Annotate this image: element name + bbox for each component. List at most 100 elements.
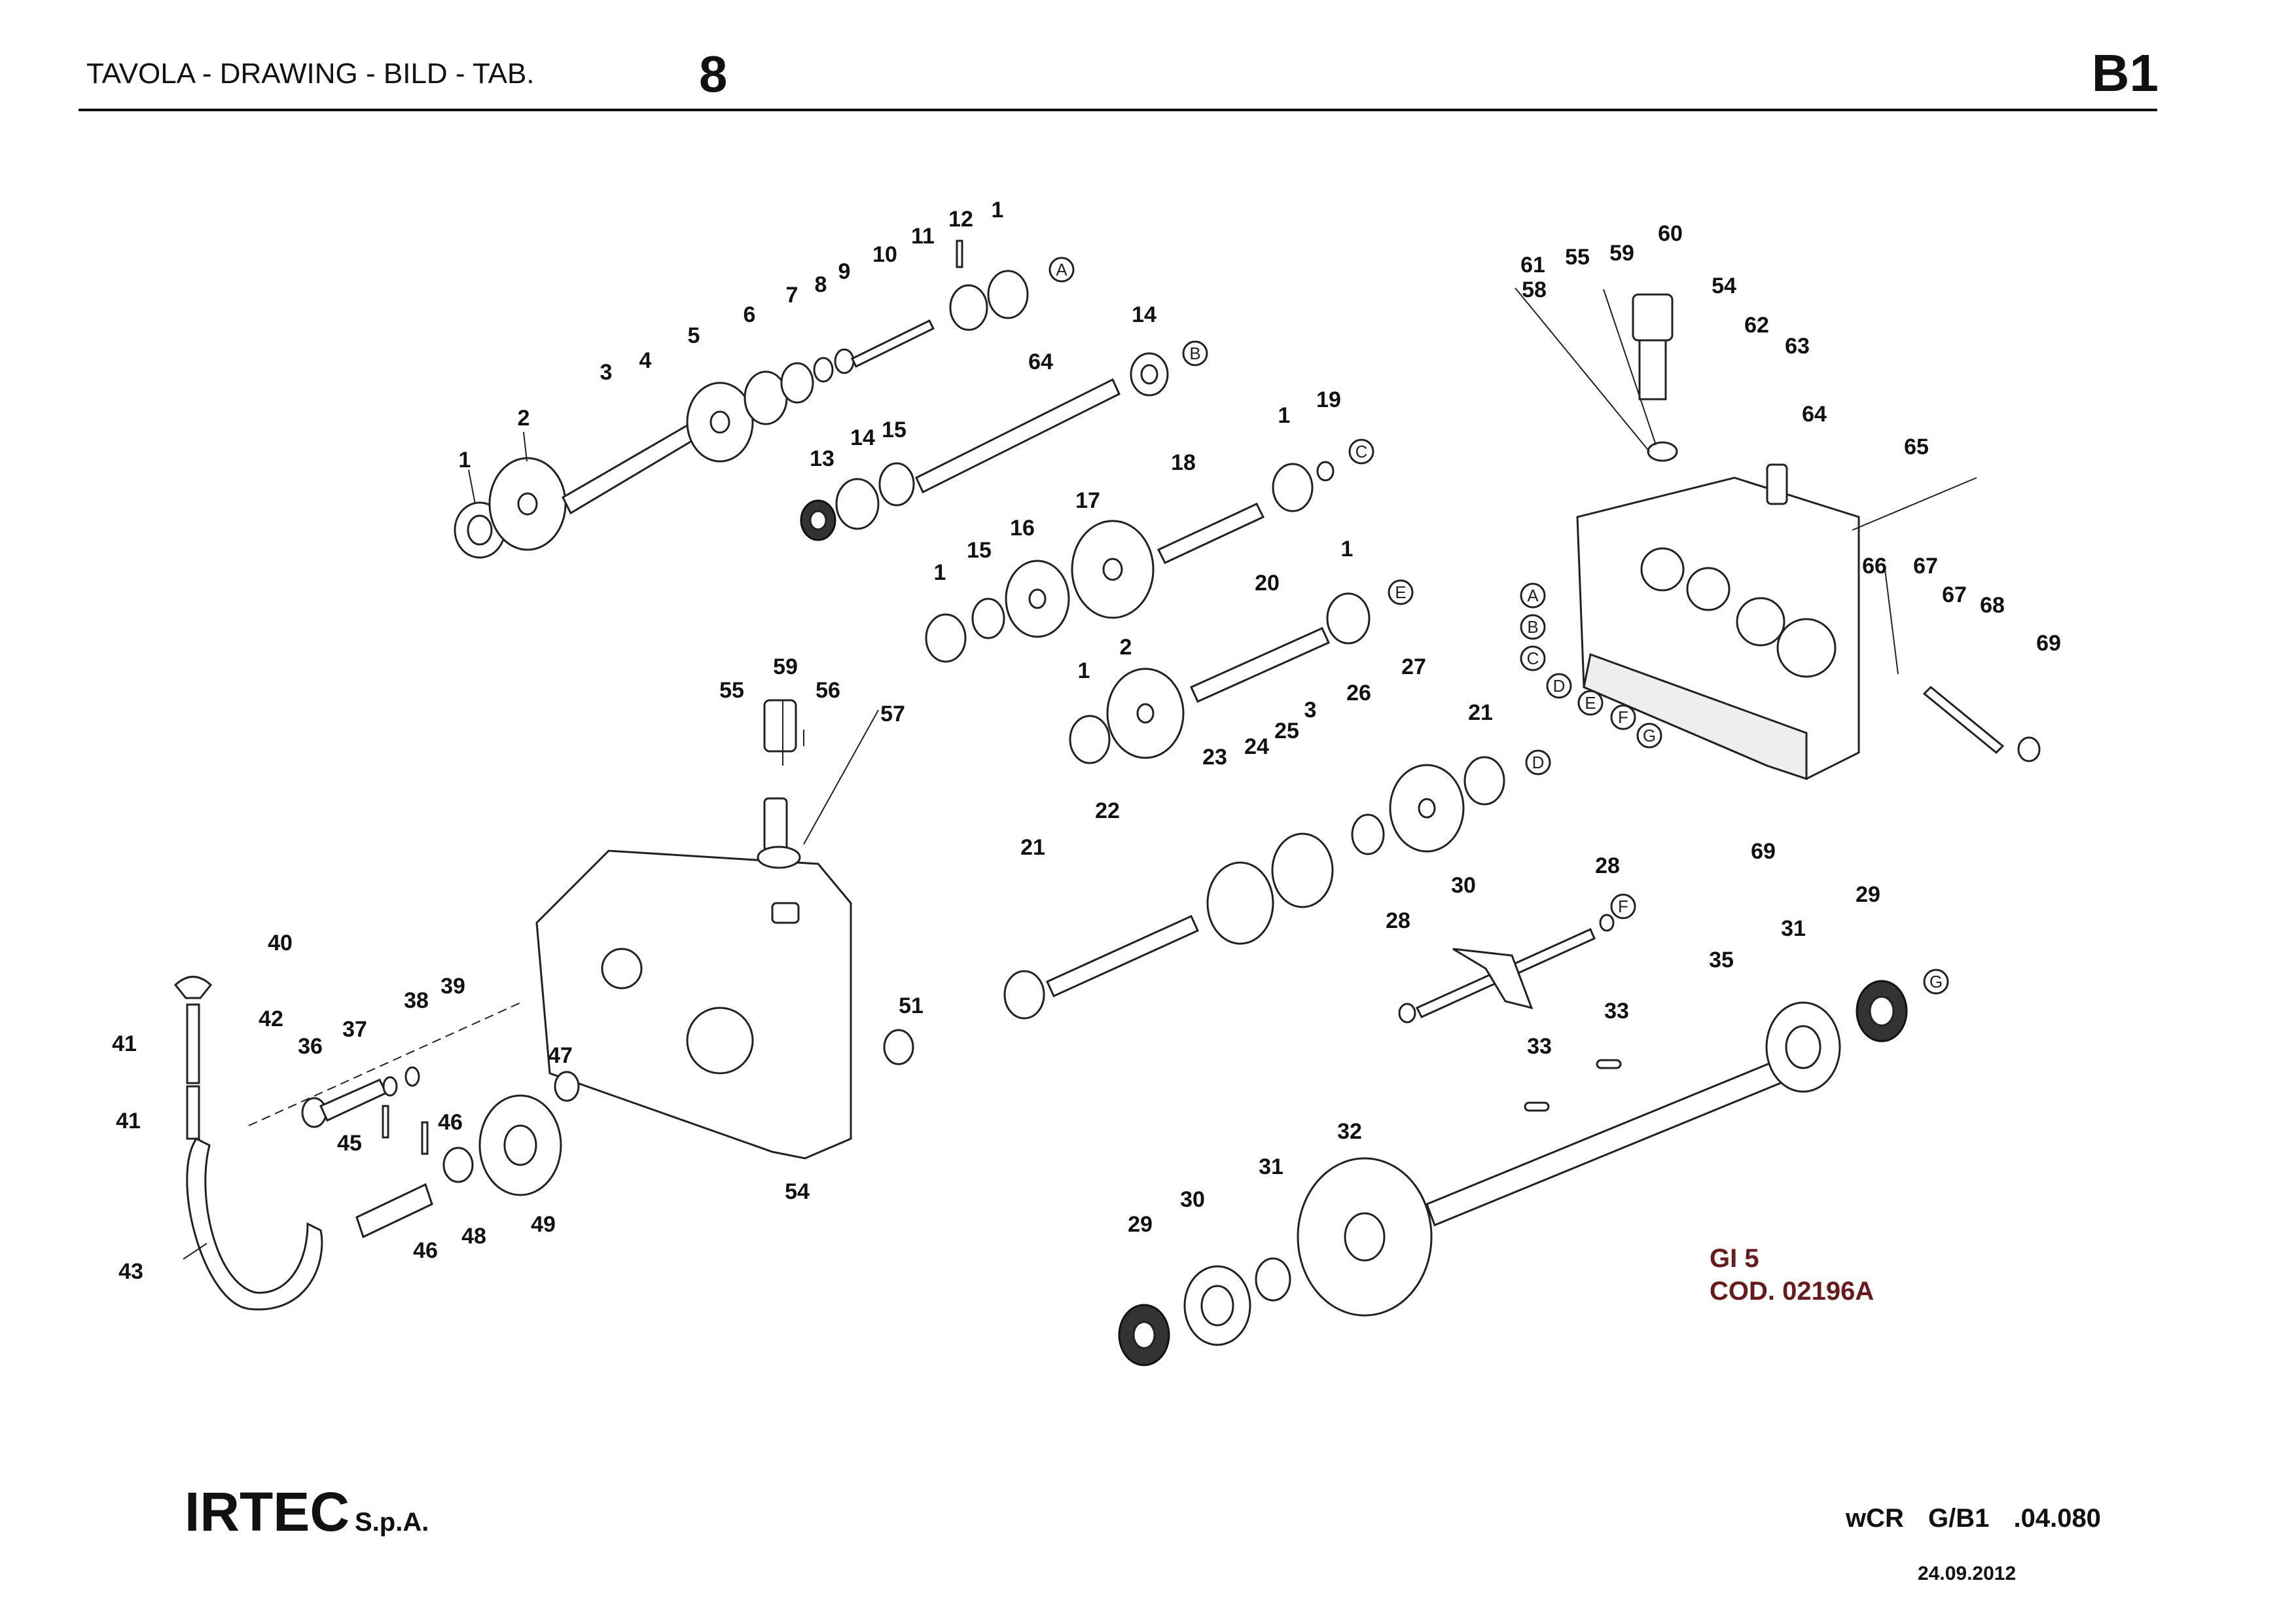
part-callout: 28 [1595, 853, 1620, 878]
part-callout: 29 [1856, 882, 1880, 907]
part-callout: 59 [773, 654, 798, 679]
part-callout: 39 [440, 974, 465, 999]
part-callout: 36 [298, 1034, 323, 1059]
reference-letter: C [1527, 649, 1539, 668]
part-callout: 30 [1451, 873, 1476, 898]
part-callout: 32 [1337, 1119, 1362, 1144]
part-callout: 67 [1913, 554, 1938, 579]
part-callout: 55 [719, 678, 744, 703]
part-callout: 40 [268, 931, 293, 955]
part-callout: 25 [1274, 719, 1299, 743]
part-callout: 49 [531, 1212, 556, 1237]
reference-letter: E [1395, 582, 1406, 602]
group-code: B1 [2091, 44, 2159, 102]
part-callout: 26 [1346, 681, 1371, 705]
part-callout: 6 [744, 302, 756, 327]
part-callout: 13 [810, 446, 834, 471]
part-callout: 16 [1010, 516, 1035, 541]
part-callout: 31 [1781, 916, 1806, 941]
reference-markers: A B C E D F G A B C D E F G [1049, 257, 1949, 995]
part-callout: 3 [600, 360, 613, 385]
part-callout: 15 [882, 418, 906, 442]
shaft-22-group [1003, 756, 1505, 1020]
part-callout: 61 [1520, 253, 1545, 277]
part-callout: 54 [785, 1179, 810, 1204]
part-callout: 1 [1278, 403, 1291, 428]
part-callout: 63 [1785, 334, 1810, 359]
reference-letter: A [1056, 260, 1067, 279]
leader-lines [183, 287, 1899, 1260]
part-callout: 21 [1020, 835, 1045, 860]
output-shaft-group [1118, 980, 1908, 1366]
part-callout: 65 [1904, 435, 1929, 459]
shaft-64-group [800, 352, 1169, 541]
part-callout: 1 [1341, 537, 1354, 562]
part-callout: 58 [1522, 277, 1547, 302]
left-housing [248, 699, 852, 1160]
part-callout: 33 [1527, 1034, 1552, 1059]
part-callout: 19 [1316, 387, 1341, 412]
part-callout: 66 [1862, 554, 1887, 579]
table-number: 8 [699, 45, 728, 103]
part-callout: 68 [1980, 593, 2005, 618]
reference-letter: D [1553, 676, 1566, 696]
middle-gear-group [925, 461, 1335, 663]
part-callout: 46 [438, 1110, 463, 1135]
fork-29-group [1398, 914, 1615, 1024]
part-callout: 55 [1565, 245, 1590, 270]
part-callout: 30 [1180, 1187, 1205, 1212]
part-callout: 51 [899, 993, 924, 1018]
reference-letter: D [1532, 753, 1545, 772]
part-callout: 64 [1802, 402, 1827, 427]
part-callout: 57 [880, 702, 905, 726]
part-callout: 11 [911, 224, 935, 249]
reference-letter: G [1929, 972, 1943, 991]
part-callout: 56 [816, 678, 840, 703]
part-callout: 3 [1304, 698, 1317, 722]
part-callout: 12 [948, 207, 973, 232]
part-callout: 33 [1604, 999, 1629, 1024]
model-name: GI 5 [1710, 1244, 1759, 1273]
part-callout: 48 [461, 1224, 486, 1249]
part-callout: 69 [1751, 839, 1776, 864]
part-callout: 62 [1744, 313, 1769, 338]
part-callout: 60 [1658, 221, 1683, 246]
part-callout: 29 [1128, 1212, 1153, 1237]
part-callout: 31 [1259, 1154, 1283, 1179]
part-callout: 54 [1712, 274, 1736, 298]
part-callout: 1 [992, 198, 1004, 223]
reference-letter: B [1527, 617, 1538, 637]
right-housing [1576, 293, 2041, 781]
part-callout: 5 [688, 323, 700, 348]
brand-suffix: S.p.A. [355, 1508, 429, 1537]
part-callout: 37 [342, 1017, 367, 1042]
part-callout: 20 [1255, 571, 1280, 596]
part-callout: 46 [413, 1238, 438, 1263]
part-callout: 4 [639, 348, 652, 373]
pto-lever-group [173, 976, 914, 1311]
part-callout: 27 [1401, 654, 1426, 679]
part-callout: 41 [112, 1031, 137, 1056]
part-callout: 14 [1132, 302, 1157, 327]
revision-date: 24.09.2012 [1918, 1563, 2017, 1584]
part-callout: 17 [1075, 488, 1100, 513]
part-callout: 38 [404, 988, 429, 1013]
reference-letter: C [1355, 442, 1368, 461]
part-callout: 8 [815, 272, 827, 297]
part-callout: 41 [116, 1109, 141, 1133]
part-callout: 69 [2036, 631, 2061, 656]
part-callout: 47 [548, 1043, 573, 1068]
header-rule [79, 109, 2157, 111]
part-callout: 1 [1078, 658, 1090, 683]
reference-code: wCR G/B1 .04.080 [1846, 1504, 2101, 1533]
reference-letter: E [1585, 693, 1596, 713]
part-callout: 10 [872, 242, 897, 267]
brand-name: IRTEC [185, 1481, 350, 1543]
part-callout: 43 [118, 1259, 143, 1284]
part-callout: 1 [459, 448, 471, 473]
shaft-20-group [1069, 592, 1371, 764]
part-callout: 28 [1386, 908, 1410, 933]
part-callout: 23 [1202, 745, 1227, 770]
